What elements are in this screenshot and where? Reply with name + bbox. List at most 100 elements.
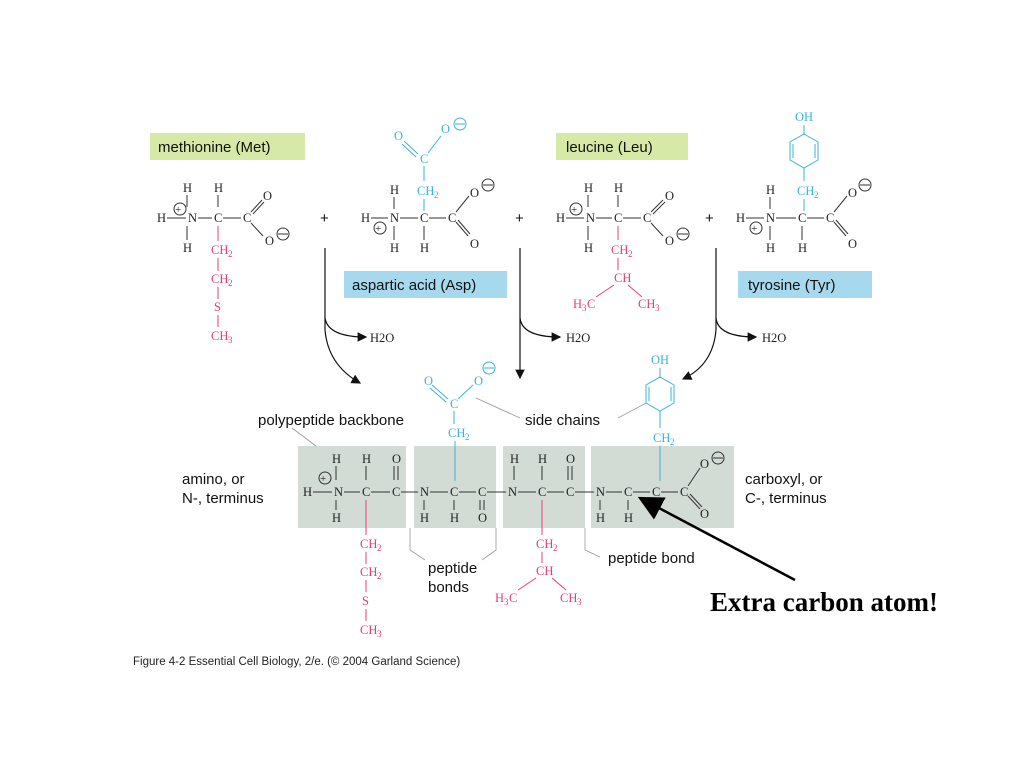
svg-text:H: H <box>766 183 775 197</box>
svg-text:O: O <box>265 234 274 248</box>
plus-sign-2: + <box>515 210 524 227</box>
backbone-box-4 <box>591 446 734 528</box>
svg-text:H: H <box>624 511 633 525</box>
svg-text:H: H <box>766 241 775 255</box>
svg-text:H: H <box>157 211 166 225</box>
svg-text:+: + <box>375 223 381 235</box>
water-label-1: H2O <box>370 331 394 345</box>
backbone-label: polypeptide backbone <box>258 412 404 429</box>
svg-text:C: C <box>680 485 688 499</box>
svg-text:H: H <box>584 181 593 195</box>
svg-text:C: C <box>392 485 400 499</box>
reaction-arrow-2 <box>515 248 562 380</box>
leu-label: leucine (Leu) <box>566 139 653 156</box>
svg-text:C: C <box>450 397 458 411</box>
svg-text:+: + <box>175 204 181 216</box>
svg-text:N: N <box>508 485 517 499</box>
svg-text:C: C <box>826 211 834 225</box>
met-label-box <box>150 133 305 160</box>
asp-label-box <box>344 271 507 298</box>
tyr-label: tyrosine (Tyr) <box>748 277 836 294</box>
svg-text:+: + <box>320 473 326 485</box>
svg-text:N: N <box>390 211 399 225</box>
svg-text:OH: OH <box>795 110 813 124</box>
svg-text:CH: CH <box>360 565 377 579</box>
svg-text:C: C <box>643 211 651 225</box>
svg-text:O: O <box>394 129 403 143</box>
svg-text:2: 2 <box>434 190 439 200</box>
peptide-bonds-leader <box>409 528 497 561</box>
carboxyl-terminus-label-line2: C-, terminus <box>745 490 827 507</box>
svg-text:CH: CH <box>611 243 628 257</box>
svg-text:C: C <box>448 211 456 225</box>
svg-text:CH: CH <box>417 184 434 198</box>
amino-terminus-label-line1: amino, or <box>182 471 245 488</box>
svg-text:O: O <box>478 511 487 525</box>
svg-text:3: 3 <box>228 335 233 345</box>
svg-text:N: N <box>420 485 429 499</box>
svg-text:H: H <box>510 452 519 466</box>
svg-text:C: C <box>652 485 660 499</box>
svg-text:N: N <box>334 485 343 499</box>
svg-text:C: C <box>509 591 517 605</box>
svg-text:C: C <box>587 297 595 311</box>
peptide-bond-label: peptide bond <box>608 550 695 567</box>
svg-text:C: C <box>214 211 222 225</box>
svg-text:CH: CH <box>211 329 228 343</box>
svg-text:2: 2 <box>228 278 233 288</box>
svg-text:C: C <box>420 152 428 166</box>
side-chain-leader-tyr <box>617 402 647 419</box>
svg-text:S: S <box>214 300 221 314</box>
svg-text:H: H <box>332 511 341 525</box>
met-label: methionine (Met) <box>158 139 271 156</box>
water-label-3: H2O <box>762 331 786 345</box>
svg-text:H: H <box>538 452 547 466</box>
svg-text:S: S <box>362 594 369 608</box>
svg-text:C: C <box>798 211 806 225</box>
svg-text:O: O <box>474 374 483 388</box>
svg-text:H: H <box>183 181 192 195</box>
amino-terminus-label-line2: N-, terminus <box>182 490 264 507</box>
svg-text:C: C <box>450 485 458 499</box>
svg-text:CH: CH <box>536 537 553 551</box>
carboxyl-terminus-label-line1: carboxyl, or <box>745 471 823 488</box>
svg-text:CH: CH <box>211 243 228 257</box>
svg-text:C: C <box>624 485 632 499</box>
svg-text:C: C <box>566 485 574 499</box>
extra-carbon-annotation: Extra carbon atom! <box>710 587 938 617</box>
svg-text:H: H <box>495 591 504 605</box>
svg-text:2: 2 <box>628 249 633 259</box>
leu-label-box <box>556 133 688 160</box>
svg-text:O: O <box>566 452 575 466</box>
svg-text:H: H <box>183 241 192 255</box>
svg-text:O: O <box>441 122 450 136</box>
svg-text:O: O <box>424 374 433 388</box>
svg-text:H: H <box>390 183 399 197</box>
svg-text:+: + <box>751 223 757 235</box>
svg-text:CH: CH <box>360 623 377 637</box>
svg-text:3: 3 <box>504 597 509 607</box>
svg-text:N: N <box>766 211 775 225</box>
svg-text:O: O <box>470 186 479 200</box>
svg-text:CH: CH <box>638 297 655 311</box>
svg-text:O: O <box>263 189 272 203</box>
backbone-box-1 <box>298 446 406 528</box>
asp-label: aspartic acid (Asp) <box>352 277 476 294</box>
svg-text:3: 3 <box>377 629 382 639</box>
svg-text:O: O <box>665 234 674 248</box>
side-chain-leader-asp <box>475 397 521 419</box>
svg-text:3: 3 <box>582 303 587 313</box>
svg-text:2: 2 <box>377 543 382 553</box>
svg-text:2: 2 <box>377 571 382 581</box>
tyr-label-box <box>738 271 872 298</box>
svg-text:H: H <box>573 297 582 311</box>
svg-text:2: 2 <box>553 543 558 553</box>
svg-text:C: C <box>478 485 486 499</box>
svg-text:H: H <box>214 181 223 195</box>
